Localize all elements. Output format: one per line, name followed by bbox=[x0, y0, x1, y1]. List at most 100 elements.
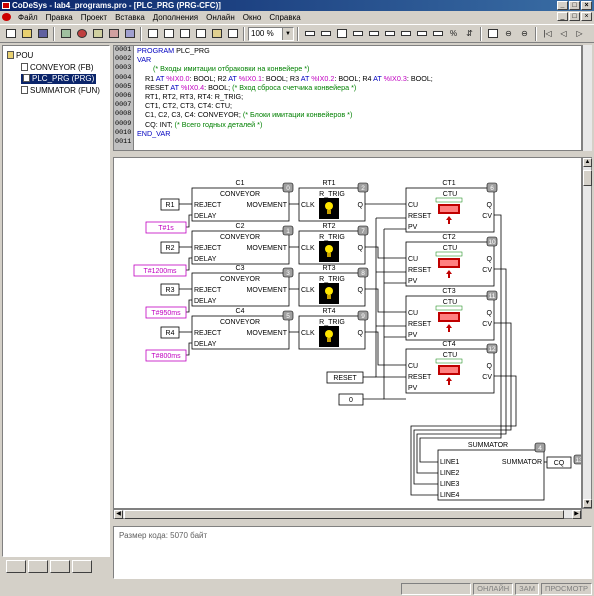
menu-edit[interactable]: Правка bbox=[45, 13, 73, 22]
step-in-icon[interactable] bbox=[161, 27, 176, 41]
tree-root-pou[interactable]: POU bbox=[7, 51, 33, 61]
negate-icon[interactable]: % bbox=[449, 29, 458, 38]
cfc-horizontal-scrollbar[interactable]: ◀ ▶ bbox=[113, 509, 582, 519]
close-button[interactable]: × bbox=[581, 1, 592, 10]
zoom-select[interactable]: 100 %▼ bbox=[248, 26, 294, 41]
menu-project[interactable]: Проект bbox=[80, 13, 108, 22]
scroll-right-icon[interactable]: ▶ bbox=[572, 510, 581, 519]
tree-item-summator[interactable]: SUMMATOR (FUN) bbox=[21, 86, 100, 96]
tab-resources-icon[interactable] bbox=[72, 560, 92, 573]
connection-icon[interactable]: ⊖ bbox=[505, 29, 512, 38]
connection-line bbox=[186, 257, 192, 271]
status-online: ОНЛАЙН bbox=[473, 583, 514, 595]
movement-pin: MOVEMENT bbox=[247, 202, 288, 209]
doc-restore-button[interactable]: □ bbox=[569, 12, 580, 21]
box-icon[interactable] bbox=[334, 27, 349, 41]
code-token: %IX0.0 bbox=[164, 73, 190, 83]
line-number: 0009 bbox=[115, 119, 132, 128]
first-icon[interactable]: |◁ bbox=[543, 29, 552, 38]
code-token: C1, C2, C3, C4: CONVEYOR; bbox=[137, 110, 243, 120]
set-reset-icon[interactable]: ⇵ bbox=[466, 29, 473, 38]
output-variable: CQ bbox=[554, 460, 565, 467]
reject-pin: REJECT bbox=[194, 202, 222, 209]
toolbar-separator bbox=[480, 26, 482, 41]
tab-visualizations-icon[interactable] bbox=[50, 560, 70, 573]
conveyor-instance-name: C3 bbox=[236, 265, 245, 272]
menu-file[interactable]: Файл bbox=[18, 13, 38, 22]
macro-icon[interactable] bbox=[485, 27, 500, 41]
label-icon[interactable] bbox=[366, 27, 381, 41]
menu-extras[interactable]: Дополнения bbox=[152, 13, 199, 22]
paste-icon[interactable] bbox=[209, 27, 224, 41]
comment-icon[interactable] bbox=[398, 27, 413, 41]
scroll-thumb[interactable] bbox=[124, 510, 564, 519]
cfc-vertical-scrollbar[interactable]: ▲ ▼ bbox=[582, 157, 592, 509]
execution-order-number: 8 bbox=[361, 270, 365, 277]
q-pin: Q bbox=[358, 330, 364, 337]
tab-pous-icon[interactable] bbox=[6, 560, 26, 573]
tab-datatypes-icon[interactable] bbox=[28, 560, 48, 573]
up-arrow-icon bbox=[446, 270, 452, 278]
output-pin-icon[interactable] bbox=[430, 27, 445, 41]
summator-block[interactable] bbox=[437, 449, 545, 501]
trigger-instance-name: RT4 bbox=[322, 308, 335, 315]
save-icon[interactable] bbox=[35, 27, 50, 41]
input-variable-box bbox=[160, 241, 180, 254]
minimize-button[interactable]: _ bbox=[557, 1, 568, 10]
step-over-icon[interactable] bbox=[145, 27, 160, 41]
code-token: AT bbox=[228, 73, 237, 83]
editor-splitter[interactable] bbox=[113, 151, 592, 157]
input-icon[interactable] bbox=[302, 27, 317, 41]
declaration-scrollbar[interactable] bbox=[582, 45, 592, 151]
doc-close-button[interactable]: × bbox=[581, 12, 592, 21]
previous-icon[interactable]: ◁ bbox=[560, 29, 567, 38]
menu-help[interactable]: Справка bbox=[269, 13, 301, 22]
input-variable: R2 bbox=[166, 245, 175, 252]
code-token: R1 bbox=[137, 73, 156, 83]
open-icon[interactable] bbox=[19, 27, 34, 41]
output-icon[interactable] bbox=[318, 27, 333, 41]
chevron-down-icon[interactable]: ▼ bbox=[282, 27, 293, 40]
jump-icon[interactable] bbox=[350, 27, 365, 41]
breakpoint-icon[interactable] bbox=[122, 27, 137, 41]
login-icon[interactable] bbox=[58, 27, 73, 41]
cut-icon[interactable] bbox=[177, 27, 192, 41]
stop-icon[interactable] bbox=[106, 27, 121, 41]
new-icon[interactable] bbox=[3, 27, 18, 41]
input-pin-icon[interactable] bbox=[414, 27, 429, 41]
scroll-up-icon[interactable]: ▲ bbox=[583, 158, 592, 167]
copy-icon[interactable] bbox=[193, 27, 208, 41]
line-number: 0004 bbox=[115, 73, 132, 82]
document-icon[interactable] bbox=[2, 13, 11, 21]
pv-pin: PV bbox=[408, 278, 418, 285]
conveyor-block[interactable] bbox=[191, 272, 290, 307]
find-icon[interactable] bbox=[225, 27, 240, 41]
next-icon[interactable]: ▷ bbox=[576, 29, 583, 38]
scroll-thumb[interactable] bbox=[583, 170, 592, 186]
conveyor-block[interactable] bbox=[191, 187, 290, 222]
connection-mark-icon[interactable]: ⊖ bbox=[521, 29, 528, 38]
scroll-left-icon[interactable]: ◀ bbox=[114, 510, 123, 519]
bulb-base-icon bbox=[327, 253, 331, 257]
code-token: AT bbox=[170, 82, 179, 92]
menu-window[interactable]: Окно bbox=[242, 13, 262, 22]
title-bar: CoDeSys - lab4_programs.pro - [PLC_PRG (… bbox=[0, 0, 594, 11]
menu-online[interactable]: Онлайн bbox=[206, 13, 235, 22]
scroll-down-icon[interactable]: ▼ bbox=[583, 499, 592, 508]
doc-minimize-button[interactable]: _ bbox=[557, 12, 568, 21]
code-token: (* Блоки имитации конвейеров *) bbox=[242, 110, 353, 120]
maximize-button[interactable]: □ bbox=[569, 1, 580, 10]
toolbar-separator bbox=[535, 26, 537, 41]
run-icon[interactable] bbox=[90, 27, 105, 41]
conveyor-block[interactable] bbox=[191, 230, 290, 265]
logout-icon[interactable] bbox=[74, 27, 89, 41]
tree-item-conveyor[interactable]: CONVEYOR (FB) bbox=[21, 63, 94, 73]
line-number: 0005 bbox=[115, 82, 132, 91]
input-variable-box bbox=[160, 326, 180, 339]
return-icon[interactable] bbox=[382, 27, 397, 41]
menu-insert[interactable]: Вставка bbox=[115, 13, 145, 22]
tree-item-plc-prg[interactable]: PLC_PRG (PRG) bbox=[21, 74, 97, 84]
conveyor-block[interactable] bbox=[191, 315, 290, 350]
